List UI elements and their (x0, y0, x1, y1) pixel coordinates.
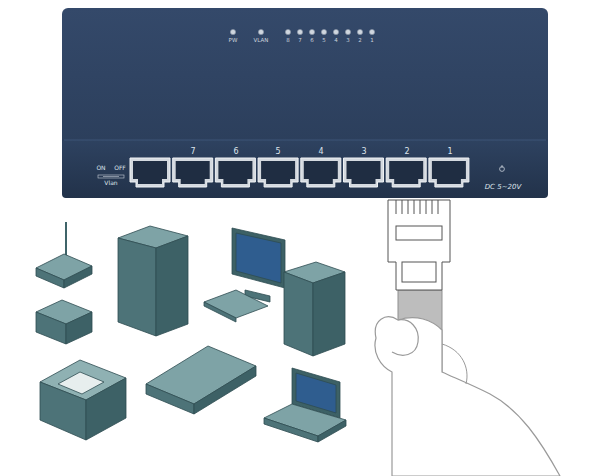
switch-label: Vlan (104, 180, 117, 186)
port-number: 3 (361, 148, 366, 156)
led-label: 5 (322, 38, 326, 44)
led-label: 2 (358, 38, 362, 44)
power-label: DC 5~20V (485, 184, 522, 191)
switch-label: ON (96, 165, 105, 171)
led-label: 6 (310, 38, 314, 44)
port-number: 1 (447, 148, 452, 156)
switch-body (62, 8, 548, 198)
port-number: 7 (190, 148, 195, 156)
port-number: 5 (275, 148, 280, 156)
led-label: 1 (370, 38, 374, 44)
ethernet-ports (130, 158, 469, 187)
rj45-plug-hand (375, 200, 560, 476)
led-label: 3 (346, 38, 350, 44)
port-number: 2 (404, 148, 409, 156)
port-number: 6 (233, 148, 238, 156)
led-label: 4 (334, 38, 338, 44)
led-label: PW (229, 38, 238, 44)
vlan-switch (98, 175, 124, 178)
led-label: VLAN (254, 38, 269, 44)
devices (36, 222, 346, 442)
power-symbol (500, 165, 505, 171)
led-label: 7 (298, 38, 302, 44)
leds (230, 29, 374, 34)
led-label: 8 (286, 38, 290, 44)
switch-label: OFF (114, 165, 126, 171)
port-number: 4 (318, 148, 323, 156)
